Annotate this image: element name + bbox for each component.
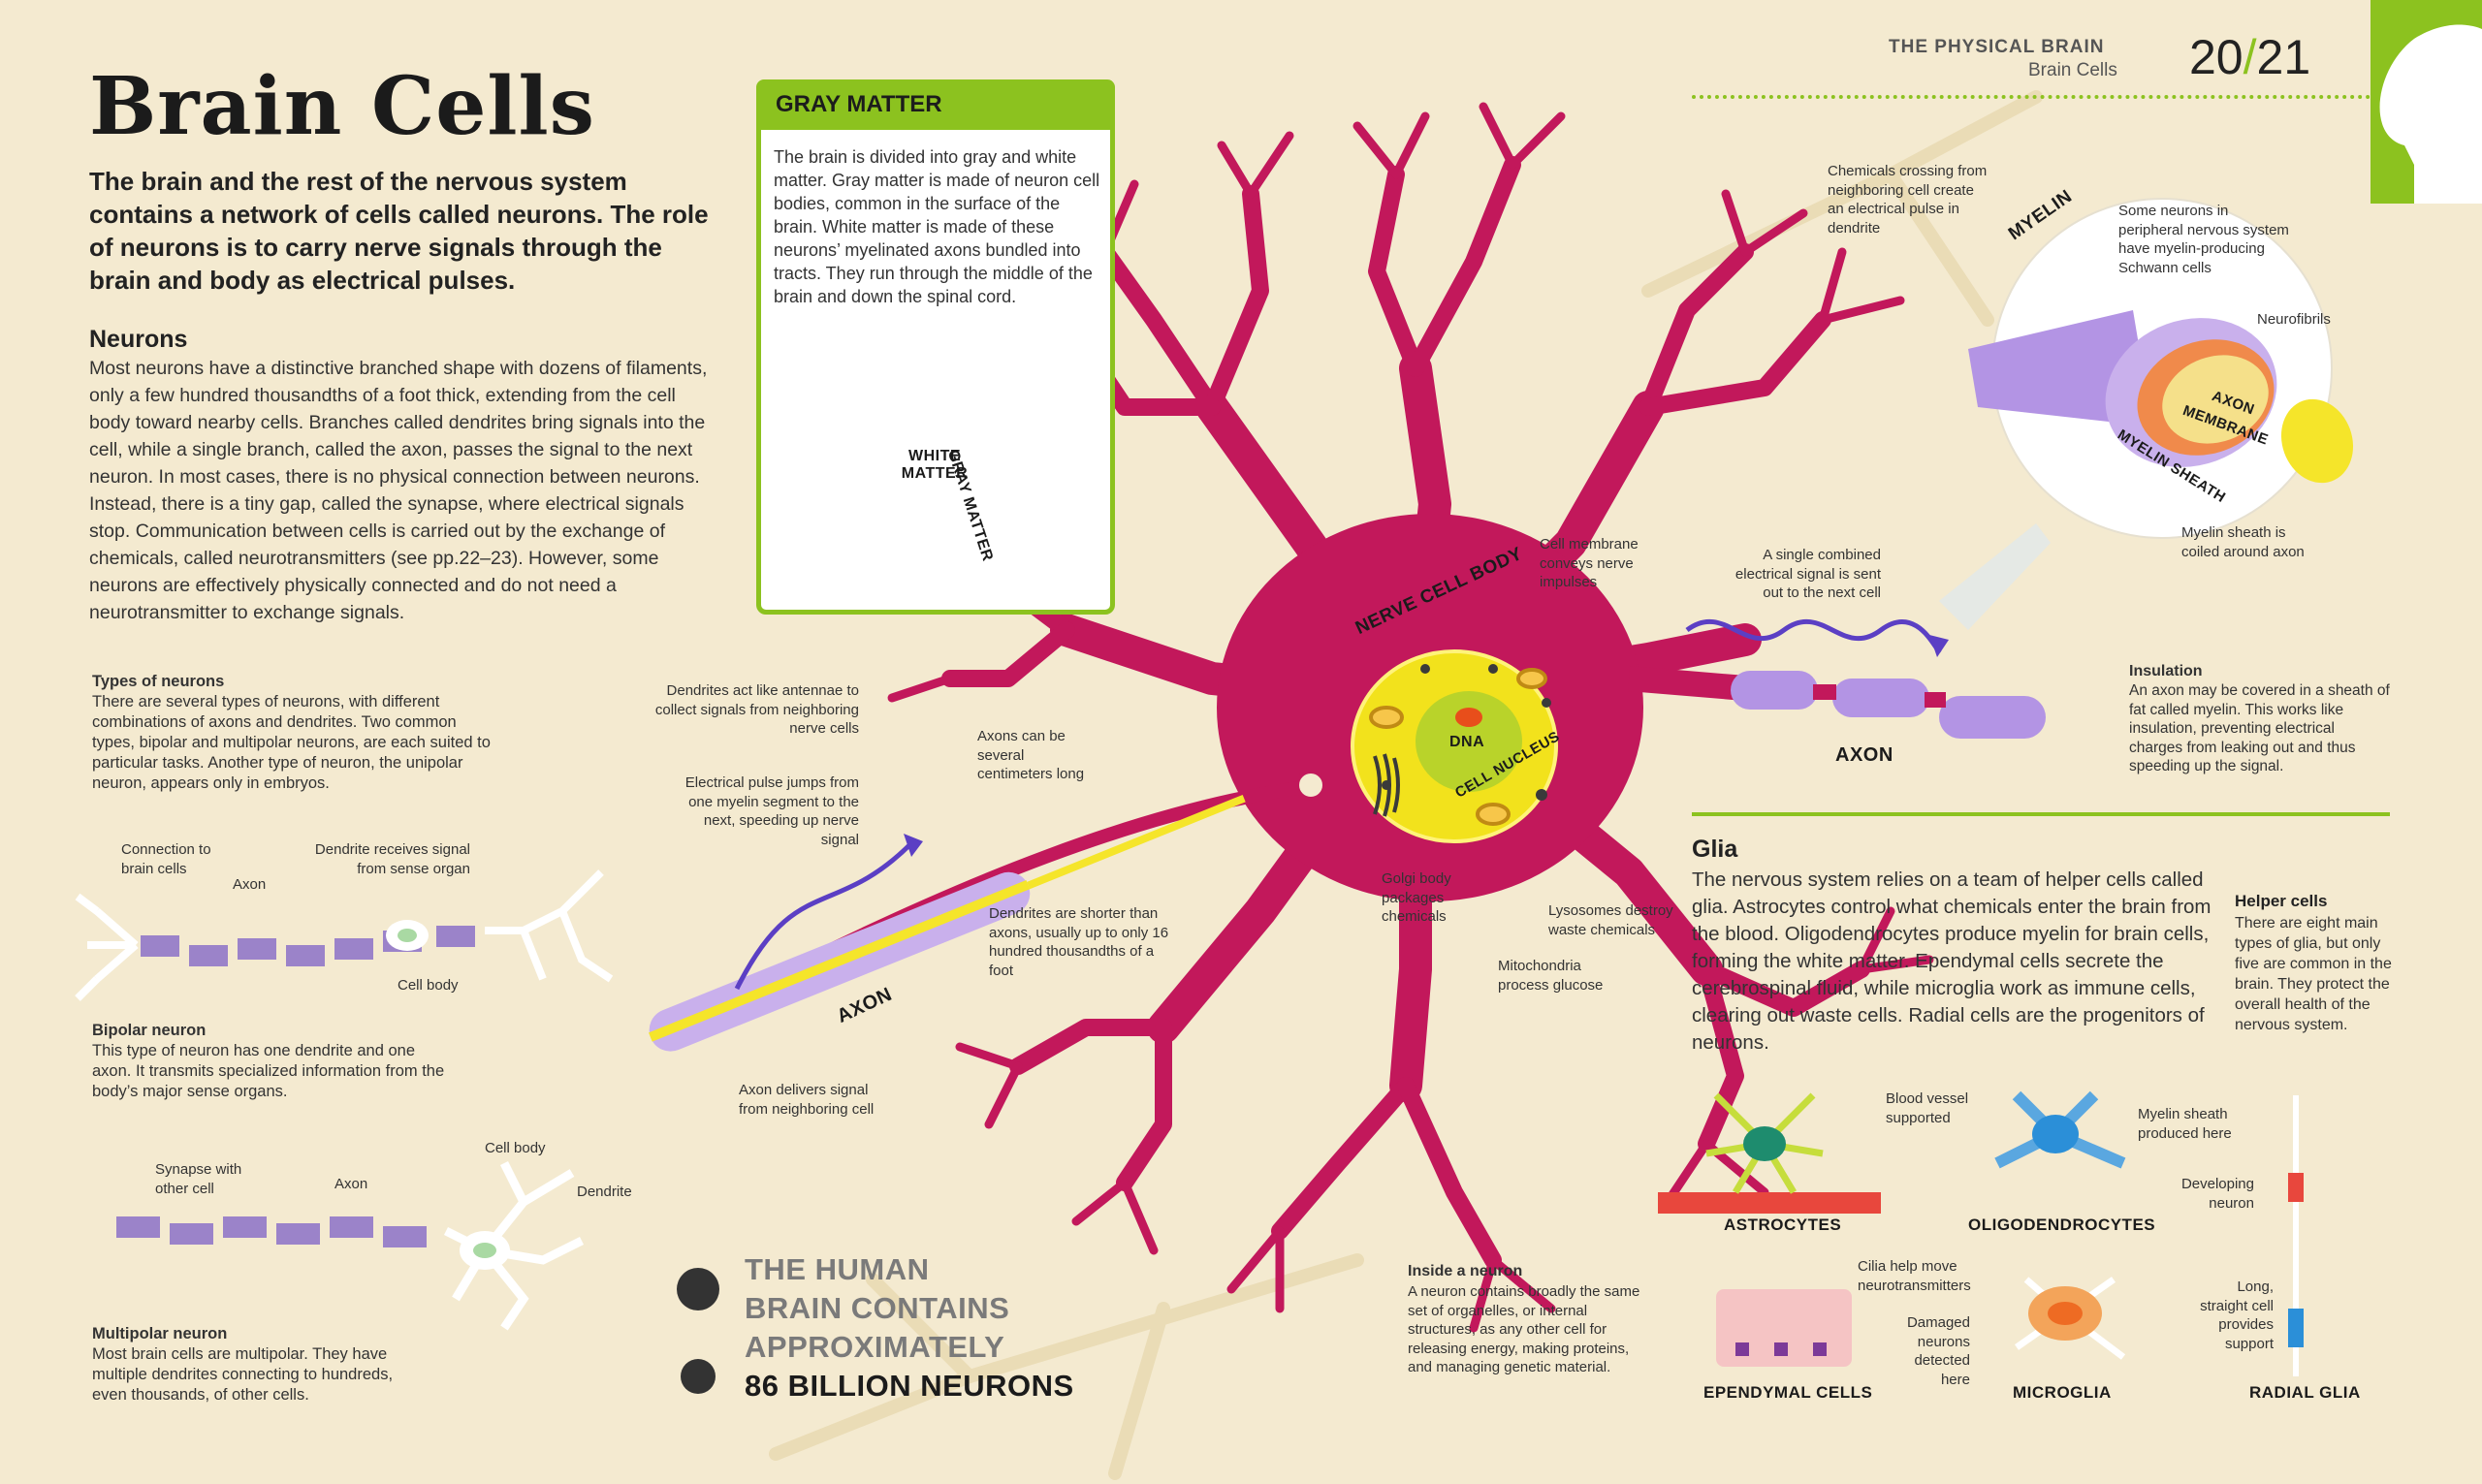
myelin-coiled-label: Myelin sheath is coiled around axon: [2181, 524, 2305, 560]
astrocyte-drawing: [1658, 1092, 1881, 1214]
stat-line-4: 86 BILLION NEURONS: [745, 1369, 1074, 1403]
bipolar-label-cellbody: Cell body: [398, 977, 459, 994]
bipolar-label-connection: Connection to brain cells: [121, 841, 211, 877]
multipolar-text: Most brain cells are multipolar. They ha…: [92, 1345, 394, 1404]
neurons-text: Most neurons have a distinctive branched…: [89, 358, 708, 623]
callout-pulse-jumps: Electrical pulse jumps from one myelin s…: [684, 774, 859, 848]
myelin-neurofibrils-label: Neurofibrils: [2257, 311, 2331, 328]
subsection-title: Brain Cells: [2028, 60, 2117, 80]
white-matter-label: WHITE MATTER: [901, 448, 969, 482]
callout-chemicals-crossing: Chemicals crossing from neighboring cell…: [1828, 163, 1988, 237]
intro-text: The brain and the rest of the nervous sy…: [89, 167, 709, 295]
axon-label-right: AXON: [1835, 744, 1893, 766]
bipolar-text: This type of neuron has one dendrite and…: [92, 1042, 445, 1100]
callout-membrane: Cell membrane conveys nerve impulses: [1540, 536, 1639, 590]
oligodendrocytes-label: OLIGODENDROCYTES: [1968, 1216, 2156, 1234]
callout-dendrites-shorter: Dendrites are shorter than axons, usuall…: [989, 905, 1169, 979]
multipolar-label-cellbody: Cell body: [485, 1140, 546, 1156]
multipolar-heading: Multipolar neuron: [92, 1325, 228, 1342]
bipolar-neuron: [75, 869, 614, 1001]
dna-region: [1416, 691, 1522, 792]
types-heading: Types of neurons: [92, 673, 225, 690]
types-text: There are several types of neurons, with…: [92, 693, 491, 792]
stat-line-3: APPROXIMATELY: [745, 1330, 1005, 1364]
myelin-detail: [1968, 310, 2354, 484]
gray-matter-box: [756, 79, 1115, 615]
microglia-drawing: [2014, 1277, 2126, 1360]
callout-axons-long: Axons can be several centimeters long: [977, 728, 1085, 782]
multipolar-label-dendrite: Dendrite: [577, 1184, 632, 1200]
ependymal-label: EPENDYMAL CELLS: [1703, 1383, 1873, 1402]
stat-line-1: THE HUMAN: [745, 1252, 930, 1286]
bipolar-heading: Bipolar neuron: [92, 1022, 207, 1039]
inside-neuron-heading: Inside a neuron: [1408, 1263, 1523, 1279]
neuron-stat-icon: [677, 1268, 719, 1394]
astrocytes-label: ASTROCYTES: [1724, 1216, 1842, 1234]
neuron-count-stat: THE HUMAN BRAIN CONTAINS APPROXIMATELY 8…: [745, 1250, 1074, 1405]
callout-combined-signal: A single combined electrical signal is s…: [1734, 547, 1881, 601]
insulation-heading: Insulation: [2129, 663, 2203, 679]
header-divider: [1692, 95, 2371, 99]
stat-line-2: BRAIN CONTAINS: [745, 1291, 1010, 1325]
callout-lysosomes: Lysosomes destroy waste chemicals: [1548, 902, 1673, 938]
ependymal-drawing: [1716, 1289, 1852, 1367]
callout-axon-delivers: Axon delivers signal from neighboring ce…: [739, 1082, 875, 1118]
helper-text: There are eight main types of glia, but …: [2235, 915, 2392, 1033]
glia-label-blood-vessel: Blood vessel supported: [1886, 1090, 1969, 1126]
gray-matter-header: [756, 79, 1115, 130]
callout-mitochondria: Mitochondria process glucose: [1498, 958, 1604, 994]
page-left: 20: [2189, 30, 2243, 84]
background-neuron: [769, 90, 2043, 1480]
neurons-heading: Neurons: [89, 326, 188, 353]
oligodendrocyte-drawing: [1994, 1090, 2126, 1169]
bipolar-label-axon: Axon: [233, 876, 267, 893]
helper-heading: Helper cells: [2235, 892, 2328, 910]
myelinated-axon-left: [649, 794, 1246, 1052]
myelin-schwann-label: Some neurons in peripheral nervous syste…: [2118, 203, 2289, 276]
insulation-text: An axon may be covered in a sheath of fa…: [2129, 682, 2390, 774]
page-numbers: 20/21: [2189, 29, 2310, 85]
microglia-label: MICROGLIA: [2013, 1383, 2112, 1402]
gray-matter-text: The brain is divided into gray and white…: [774, 147, 1100, 306]
dna-label: DNA: [1449, 734, 1485, 750]
head-silhouette-icon: [2371, 0, 2482, 205]
page-right: 21: [2256, 30, 2311, 84]
glia-divider: [1692, 812, 2390, 816]
glia-label-damaged: Damaged neurons detected here: [1906, 1314, 1970, 1388]
bipolar-label-dendrite: Dendrite receives signal from sense orga…: [314, 841, 470, 877]
multipolar-label-synapse: Synapse with other cell: [155, 1161, 242, 1197]
multipolar-neuron: [116, 1160, 585, 1331]
glia-label-developing: Developing neuron: [2180, 1176, 2254, 1212]
page-title: Brain Cells: [89, 60, 595, 153]
inside-neuron-text: A neuron contains broadly the same set o…: [1408, 1283, 1640, 1375]
radial-glia-label: RADIAL GLIA: [2249, 1383, 2361, 1402]
callout-golgi: Golgi body packages chemicals: [1382, 870, 1451, 925]
page-separator: /: [2243, 30, 2257, 84]
multipolar-label-axon: Axon: [334, 1176, 368, 1192]
gray-matter-heading: GRAY MATTER: [776, 91, 942, 117]
glia-label-myelin: Myelin sheath produced here: [2138, 1106, 2232, 1142]
radial-glia-drawing: [2288, 1095, 2304, 1376]
glia-text: The nervous system relies on a team of h…: [1692, 868, 2212, 1054]
section-title: THE PHYSICAL BRAIN: [1889, 37, 2105, 57]
glia-heading: Glia: [1692, 836, 1738, 863]
glia-label-long: Long, straight cell provides support: [2200, 1279, 2274, 1352]
callout-dendrites-antennae: Dendrites act like antennae to collect s…: [654, 682, 859, 737]
glia-label-cilia: Cilia help move neurotransmitters: [1858, 1258, 1971, 1294]
myelinated-axon-right: [1731, 671, 2046, 739]
